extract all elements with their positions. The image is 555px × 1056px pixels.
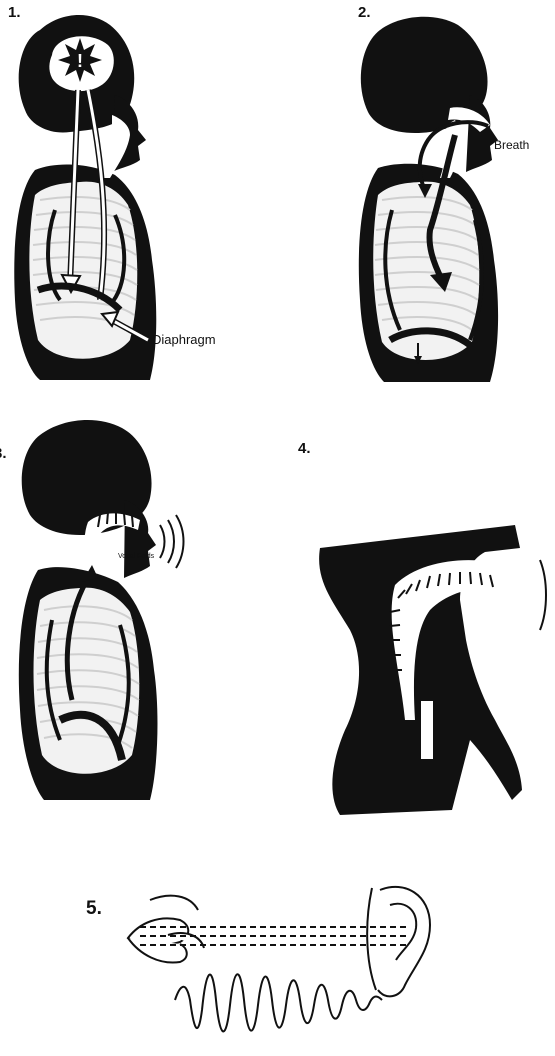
panel-3-sound-waves-icon xyxy=(160,515,184,568)
svg-text:!: ! xyxy=(77,51,83,71)
panel-3-face xyxy=(124,500,156,578)
panel-5-waveform xyxy=(175,974,382,1031)
panel-3-number: 3. xyxy=(0,445,7,462)
panel-1-number: 1. xyxy=(8,4,21,21)
panel-5-mouth xyxy=(128,896,204,963)
panel-2-number: 2. xyxy=(358,4,371,21)
diaphragm-label: Diaphragm xyxy=(152,332,216,347)
panel-2-face xyxy=(466,95,498,172)
panel-5-number: 5. xyxy=(86,898,102,920)
panel-4-sound-waves-icon xyxy=(540,560,546,630)
panel-4-number: 4. xyxy=(298,440,311,457)
panel-1-chest-cavity xyxy=(29,182,137,359)
panel-4-larynx xyxy=(420,700,434,760)
panel-5-ear-icon xyxy=(367,887,430,996)
breath-label: Breath xyxy=(494,138,529,152)
vocal-folds-label: Vocal Folds xyxy=(118,553,154,560)
